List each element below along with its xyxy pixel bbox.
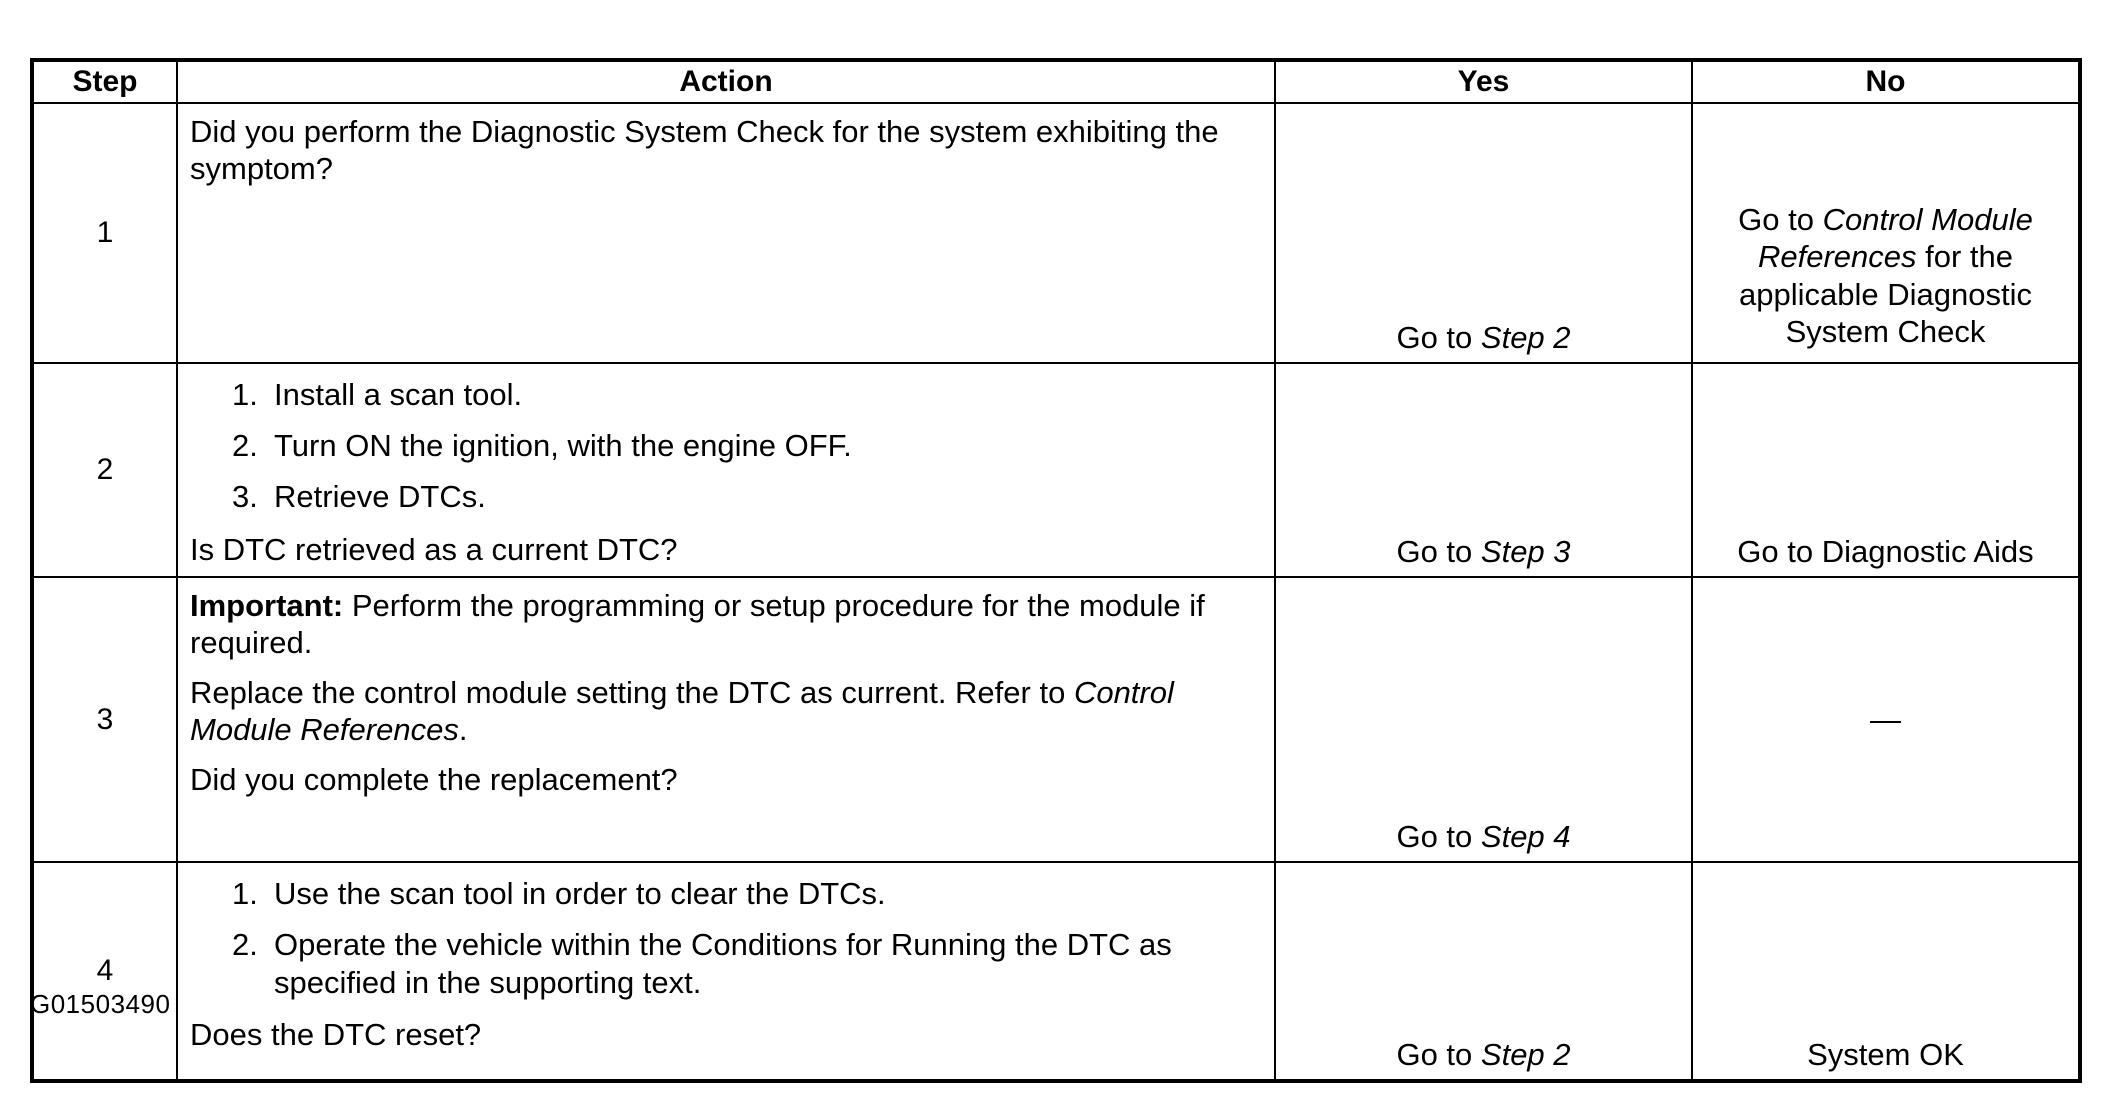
list-item-number: 1. (232, 377, 258, 412)
list-item-number: 2. (232, 428, 258, 464)
no-cell: Go to Diagnostic Aids (1691, 361, 2081, 579)
list-item-number: 3. (232, 479, 258, 515)
column-header-no: No (1691, 59, 2081, 104)
list-item: 1. Install a scan tool. (190, 376, 1260, 413)
no-value: Go to Diagnostic Aids (1737, 534, 2034, 570)
action-question: Did you complete the replacement? (190, 762, 678, 798)
action-cell: Important: Perform the programming or se… (176, 576, 1276, 864)
action-body: Replace the control module setting the D… (190, 675, 1260, 748)
step-number-cell: 2 (31, 361, 178, 579)
yes-value: Go to Step 4 (1276, 819, 1691, 855)
column-header-yes: Yes (1274, 59, 1693, 104)
table-header-row: Step Action Yes No (31, 59, 2081, 104)
action-question: Did you perform the Diagnostic System Ch… (190, 114, 1219, 186)
list-item: 2. Operate the vehicle within the Conditi… (190, 926, 1260, 1000)
figure-code-label: G01503490 (30, 989, 171, 1019)
yes-value: Go to Step 2 (1276, 1037, 1691, 1073)
action-cell: 1. Install a scan tool. 2. Turn ON the ign… (176, 361, 1276, 579)
no-value-dash: — (1870, 701, 1901, 737)
yes-reference: Step 2 (1480, 320, 1571, 355)
no-cell: System OK (1691, 861, 2081, 1083)
important-text: Perform the programming or setup procedu… (190, 588, 1205, 660)
action-question: Does the DTC reset? (190, 1016, 482, 1052)
yes-cell: Go to Step 3 (1274, 361, 1693, 579)
yes-reference: Step 2 (1480, 1037, 1571, 1073)
yes-prefix: Go to (1396, 534, 1481, 570)
yes-cell: Go to Step 2 (1274, 861, 1693, 1083)
yes-reference: Step 3 (1480, 534, 1571, 570)
action-question: Is DTC retrieved as a current DTC? (190, 531, 678, 567)
important-label: Important: (190, 588, 344, 624)
table-row: 3 Important: Perform the programming or … (31, 576, 2081, 864)
list-item-text: Operate the vehicle within the Condition… (274, 927, 1172, 1000)
action-body-reference: Control Module References (190, 675, 1174, 747)
list-item-number: 2. (232, 927, 258, 963)
no-reference: Control Module References (1757, 202, 2033, 275)
action-important-note: Important: Perform the programming or se… (190, 588, 1260, 661)
action-cell: Did you perform the Diagnostic System Ch… (176, 102, 1276, 364)
action-body-text: Replace the control module setting the D… (190, 675, 1074, 711)
action-body-suffix: . (458, 711, 468, 747)
no-value: Go to Control Module References for the … (1693, 201, 2078, 356)
list-item-text: Install a scan tool. (274, 377, 523, 412)
list-item-number: 1. (232, 876, 258, 912)
yes-value: Go to Step 3 (1276, 534, 1691, 570)
column-header-action: Action (176, 59, 1276, 104)
list-item-text: Retrieve DTCs. (274, 479, 486, 515)
yes-reference: Step 4 (1480, 819, 1571, 855)
yes-cell: Go to Step 2 (1274, 102, 1693, 364)
yes-prefix: Go to (1396, 819, 1481, 855)
column-header-step: Step (31, 59, 178, 104)
step-number-cell: 4 (31, 861, 178, 1083)
action-step-list: 1. Install a scan tool. 2. Turn ON the ign… (190, 376, 1260, 516)
table-row: 4 1. Use the scan tool in order to clear … (31, 861, 2081, 1083)
no-prefix: Go to (1738, 202, 1823, 238)
action-cell: 1. Use the scan tool in order to clear th… (176, 861, 1276, 1083)
no-value: System OK (1807, 1037, 1964, 1073)
yes-cell: Go to Step 4 (1274, 576, 1693, 864)
list-item: 3. Retrieve DTCs. (190, 478, 1260, 515)
yes-prefix: Go to (1396, 320, 1481, 355)
step-number-cell: 3 (31, 576, 178, 864)
list-item: 1. Use the scan tool in order to clear th… (190, 875, 1260, 912)
step-number-cell: 1 (31, 102, 178, 364)
yes-value: Go to Step 2 (1276, 320, 1691, 356)
yes-prefix: Go to (1396, 1037, 1481, 1073)
list-item: 2. Turn ON the ignition, with the engine … (190, 427, 1260, 464)
action-step-list: 1. Use the scan tool in order to clear th… (190, 875, 1260, 1001)
list-item-text: Turn ON the ignition, with the engine OF… (274, 428, 852, 464)
no-suffix: for the applicable Diagnostic System Che… (1739, 239, 2032, 349)
no-cell: Go to Control Module References for the … (1691, 102, 2081, 364)
table-row: 2 1. Install a scan tool. 2. Turn ON the i… (31, 361, 2081, 579)
diagnostic-procedure-table: Step Action Yes No 1 Did you perform the… (30, 58, 2082, 1084)
no-cell: — (1691, 576, 2081, 864)
table-row: 1 Did you perform the Diagnostic System … (31, 102, 2081, 364)
list-item-text: Use the scan tool in order to clear the … (274, 876, 886, 912)
